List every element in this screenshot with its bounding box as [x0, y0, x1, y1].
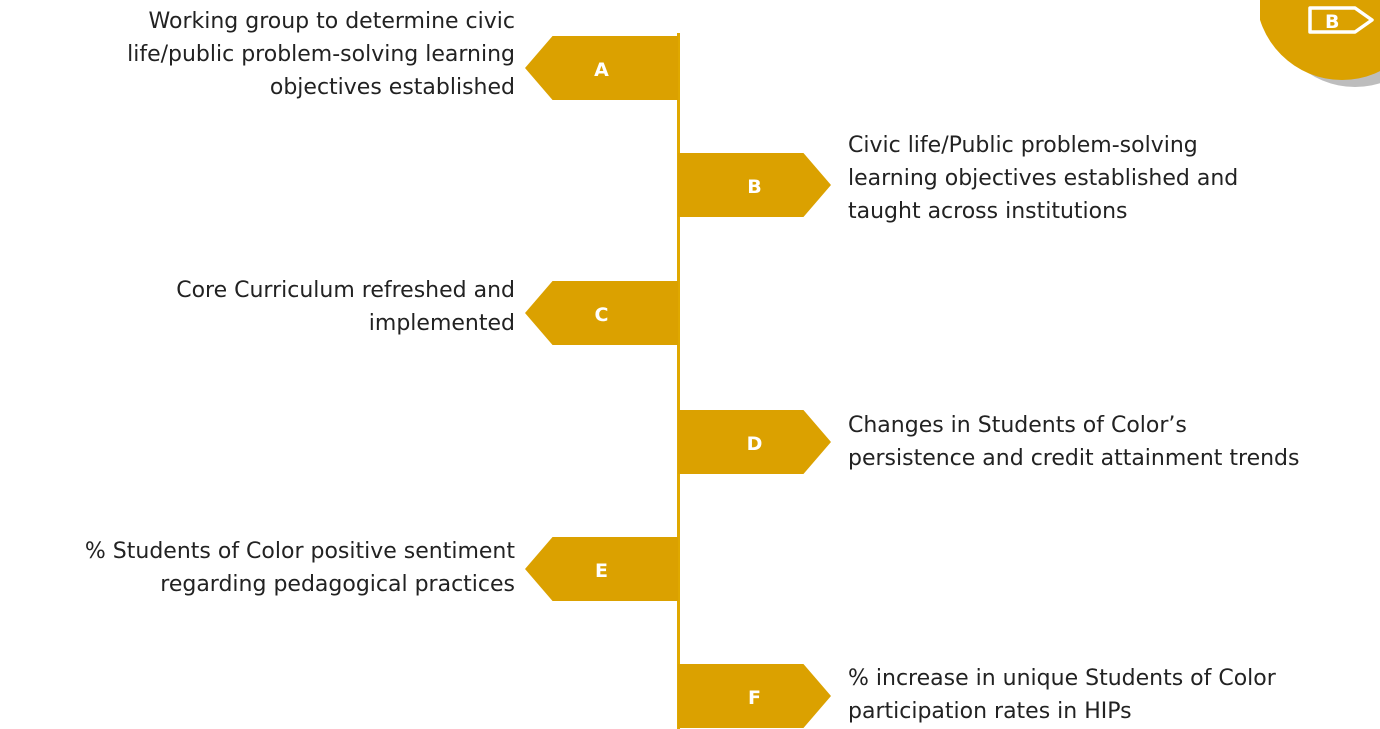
- section-badge: B: [1260, 0, 1380, 87]
- item-text-line: life/public problem-solving learning: [127, 42, 515, 67]
- flag-letter: B: [747, 176, 762, 198]
- flag-letter: E: [595, 560, 608, 582]
- flag-d: D: [678, 410, 831, 474]
- badge-circle: [1260, 0, 1380, 80]
- item-text-line: Civic life/Public problem-solving: [848, 133, 1198, 158]
- item-text-line: % increase in unique Students of Color: [848, 666, 1276, 691]
- flag-letter: C: [594, 304, 609, 326]
- item-text-line: persistence and credit attainment trends: [848, 446, 1300, 471]
- item-text-line: implemented: [368, 311, 515, 336]
- item-b-description: Civic life/Public problem-solving learni…: [848, 129, 1378, 228]
- timeline-spine: [677, 33, 680, 729]
- badge-letter: B: [1325, 11, 1339, 33]
- item-f-description: % increase in unique Students of Color p…: [848, 662, 1378, 728]
- item-text-line: % Students of Color positive sentiment: [84, 539, 515, 564]
- item-text-line: taught across institutions: [848, 199, 1128, 224]
- item-text-line: Working group to determine civic: [148, 9, 515, 34]
- flag-c: C: [525, 281, 678, 345]
- item-text-line: participation rates in HIPs: [848, 699, 1132, 724]
- flag-letter: D: [746, 433, 763, 455]
- item-text-line: objectives established: [269, 75, 515, 100]
- item-text-line: Core Curriculum refreshed and: [176, 278, 515, 303]
- badge-arrow-icon: [1308, 6, 1374, 34]
- flag-letter: F: [748, 687, 761, 709]
- flag-e: E: [525, 537, 678, 601]
- item-c-description: Core Curriculum refreshed and implemente…: [0, 274, 515, 340]
- item-text-line: Changes in Students of Color’s: [848, 413, 1187, 438]
- item-text-line: regarding pedagogical practices: [160, 572, 515, 597]
- flag-letter: A: [594, 59, 609, 81]
- flag-a: A: [525, 36, 678, 100]
- item-e-description: % Students of Color positive sentiment r…: [0, 535, 515, 601]
- flag-f: F: [678, 664, 831, 728]
- flag-b: B: [678, 153, 831, 217]
- item-text-line: learning objectives established and: [848, 166, 1239, 191]
- item-d-description: Changes in Students of Color’s persisten…: [848, 409, 1378, 475]
- item-a-description: Working group to determine civic life/pu…: [0, 5, 515, 104]
